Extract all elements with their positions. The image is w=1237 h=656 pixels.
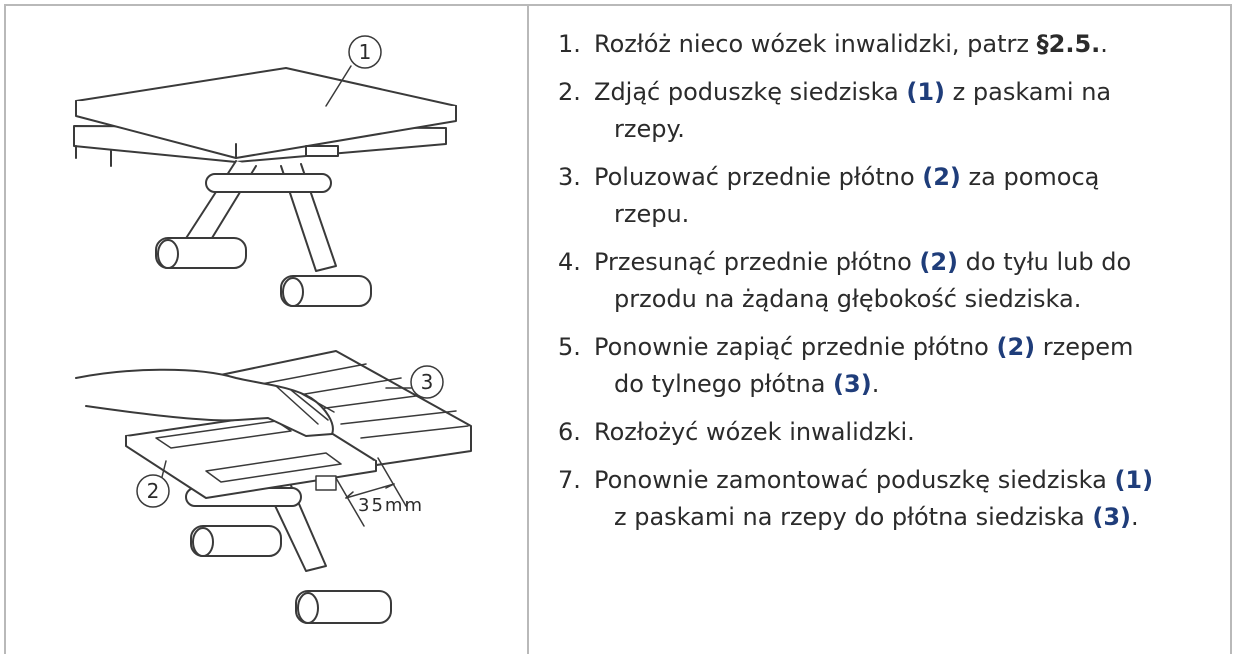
step-number: 7. bbox=[558, 466, 581, 494]
callout-1-circle bbox=[348, 35, 382, 69]
part-reference: (3) bbox=[833, 370, 872, 398]
step-text: Przesunąć przednie płótno (2) do tyłu lu… bbox=[594, 248, 1132, 313]
step-text: Rozłóż nieco wózek inwalidzki, patrz §2.… bbox=[594, 30, 1108, 58]
callout-3-label: 3 bbox=[421, 370, 434, 394]
part-reference: (2) bbox=[922, 163, 961, 191]
part-reference: (2) bbox=[919, 248, 959, 276]
seat-depth-illustration: 1 bbox=[73, 35, 472, 624]
step-3: 3. Poluzować przednie płótno (2) za pomo… bbox=[558, 159, 1228, 233]
cushion-figure bbox=[73, 35, 457, 307]
canvas-figure bbox=[75, 350, 472, 624]
step-1: 1. Rozłóż nieco wózek inwalidzki, patrz … bbox=[558, 26, 1228, 63]
step-number: 4. bbox=[558, 248, 581, 276]
step-6: 6. Rozłożyć wózek inwalidzki. bbox=[558, 414, 1228, 451]
column-divider bbox=[527, 6, 529, 654]
step-number: 5. bbox=[558, 333, 581, 361]
step-7: 7. Ponownie zamontować poduszkę siedzisk… bbox=[558, 462, 1228, 536]
part-reference: (1) bbox=[1114, 466, 1154, 494]
step-number: 3. bbox=[558, 163, 581, 191]
callout-3-circle bbox=[410, 365, 444, 399]
dimension-label: 35mm bbox=[358, 495, 424, 516]
step-text: Ponownie zamontować poduszkę siedziska (… bbox=[594, 466, 1154, 531]
instruction-panel: 1 bbox=[4, 4, 1232, 654]
callout-2-circle bbox=[136, 474, 170, 508]
part-reference: (2) bbox=[996, 333, 1036, 361]
callout-1-label: 1 bbox=[359, 40, 372, 64]
step-text: Zdjąć poduszkę siedziska (1) z paskami n… bbox=[594, 78, 1112, 143]
step-4: 4. Przesunąć przednie płótno (2) do tyłu… bbox=[558, 244, 1228, 318]
step-number: 2. bbox=[558, 78, 581, 106]
part-reference: (1) bbox=[906, 78, 946, 106]
instruction-steps: 1. Rozłóż nieco wózek inwalidzki, patrz … bbox=[558, 26, 1228, 547]
step-text: Rozłożyć wózek inwalidzki. bbox=[594, 418, 915, 446]
step-text: Ponownie zapiąć przednie płótno (2) rzep… bbox=[594, 333, 1134, 398]
step-5: 5. Ponownie zapiąć przednie płótno (2) r… bbox=[558, 329, 1228, 403]
step-2: 2. Zdjąć poduszkę siedziska (1) z paskam… bbox=[558, 74, 1228, 148]
part-reference: (3) bbox=[1092, 503, 1132, 531]
step-number: 1. bbox=[558, 30, 581, 58]
step-number: 6. bbox=[558, 418, 581, 446]
callout-2-label: 2 bbox=[147, 479, 160, 503]
section-reference: §2.5. bbox=[1036, 30, 1101, 58]
